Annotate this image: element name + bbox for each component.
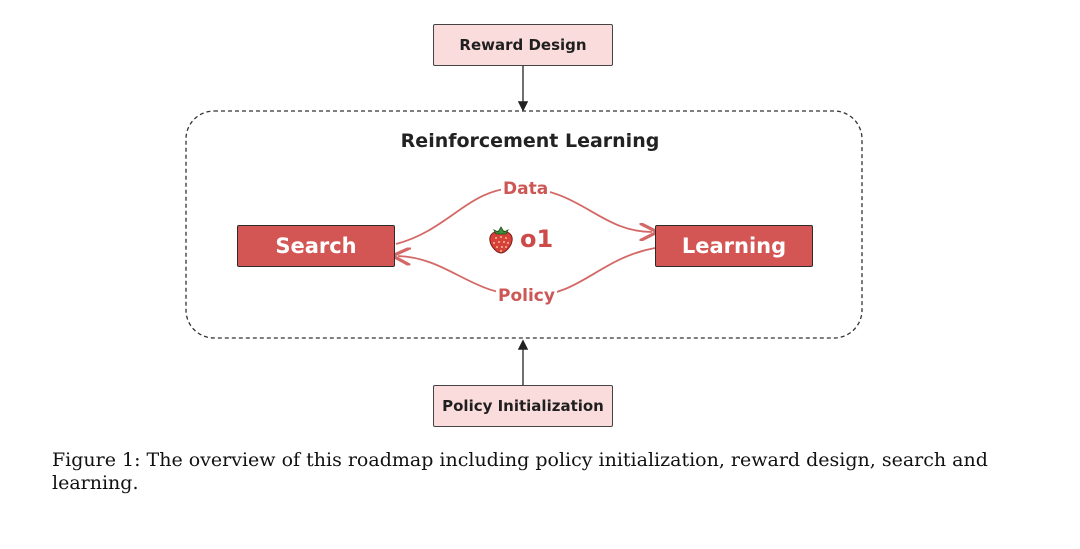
data-label: Data [501, 179, 551, 199]
strawberry-icon [489, 226, 513, 254]
rl-title: Reinforcement Learning [400, 130, 660, 152]
diagram-connectors [185, 66, 863, 385]
policy-initialization-label: Policy Initialization [442, 397, 604, 415]
learning-label: Learning [681, 234, 787, 258]
search-box: Search [237, 225, 395, 267]
policy-label: Policy [496, 286, 557, 306]
policy-initialization-box: Policy Initialization [433, 385, 613, 427]
learning-box: Learning [655, 225, 813, 267]
search-label: Search [275, 234, 357, 258]
figure-caption: Figure 1: The overview of this roadmap i… [52, 449, 988, 494]
reward-design-box: Reward Design [433, 24, 613, 66]
reward-design-label: Reward Design [459, 36, 587, 54]
roadmap-diagram: Reward Design Reinforcement Learning Sea… [185, 24, 863, 427]
o1-label: o1 [520, 225, 554, 253]
o1-badge: o1 [488, 224, 553, 254]
